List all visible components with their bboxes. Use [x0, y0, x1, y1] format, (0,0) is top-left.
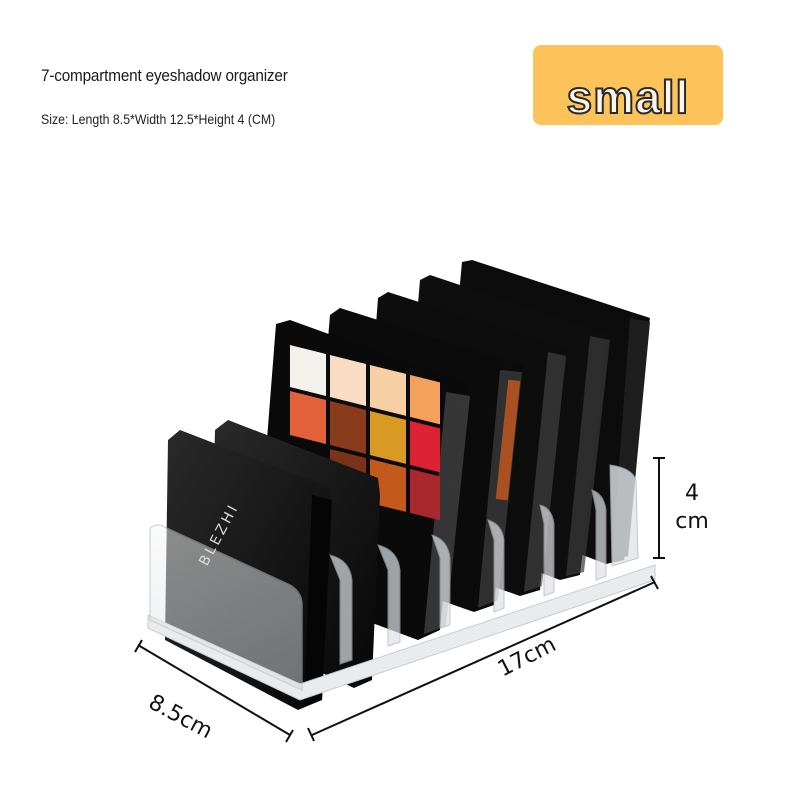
height-dimension-label: 4 cm [672, 480, 712, 536]
height-value: 4 [685, 481, 699, 506]
dimension-lines [134, 457, 665, 743]
size-spec: Size: Length 8.5*Width 12.5*Height 4 (CM… [41, 111, 276, 127]
height-unit: cm [675, 509, 709, 534]
size-badge [533, 45, 723, 125]
eyeshadow-swatches [290, 345, 440, 521]
product-title: 7-compartment eyeshadow organizer [41, 66, 288, 85]
